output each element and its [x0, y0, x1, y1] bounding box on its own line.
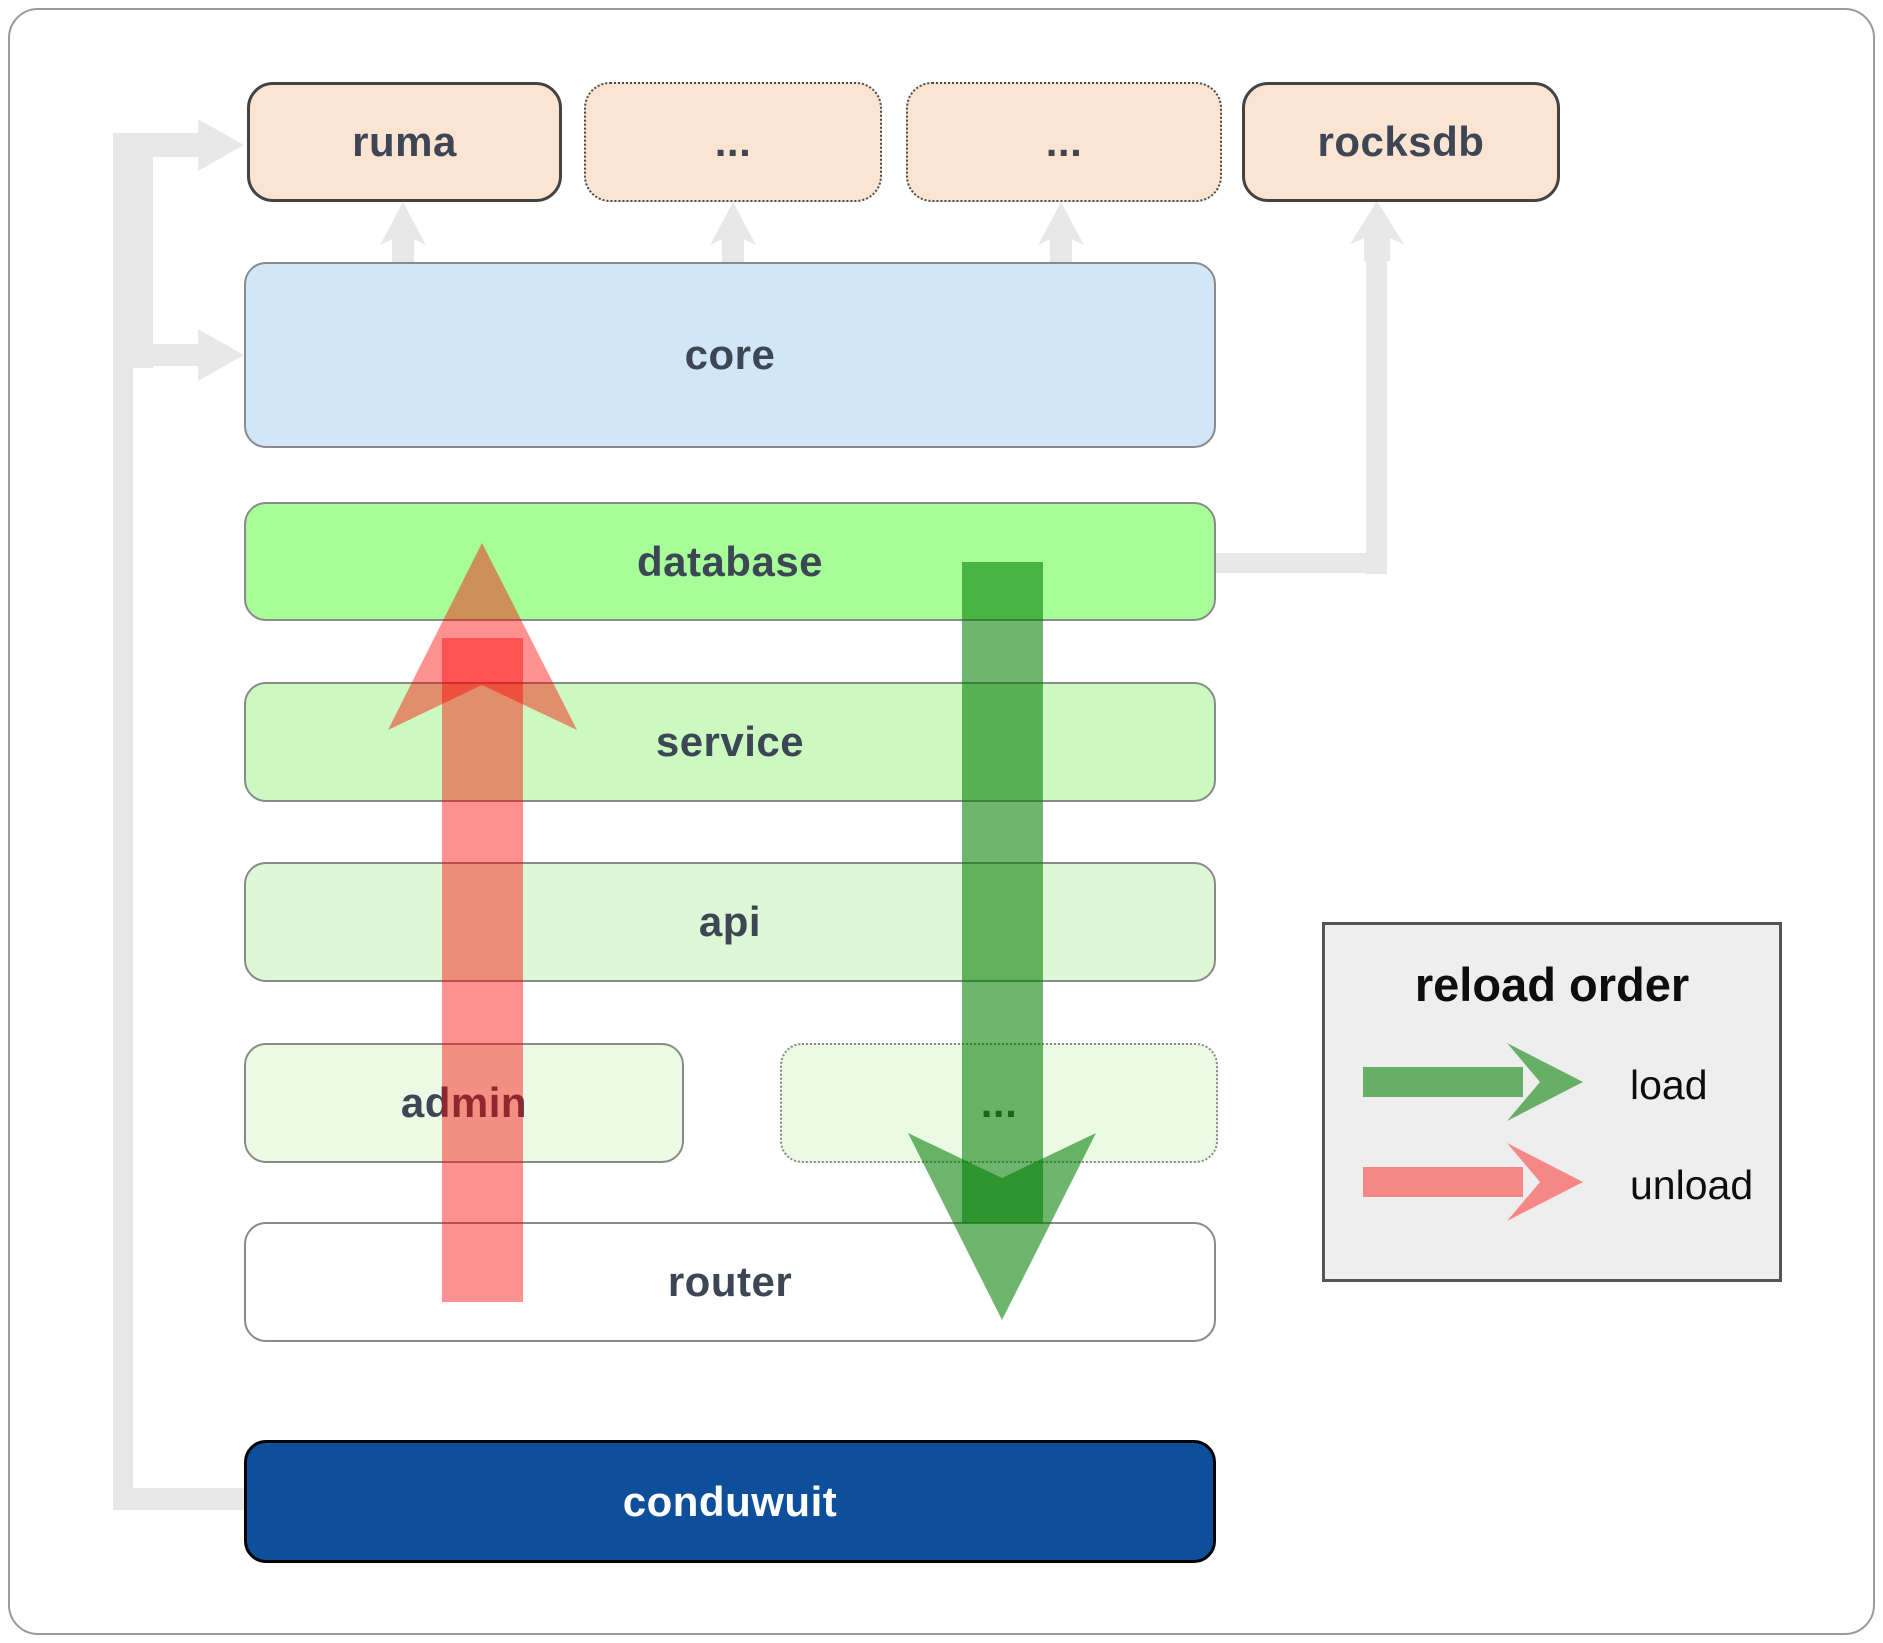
legend-unload-label: unload	[1630, 1162, 1754, 1208]
node-ext-top-2: ...	[906, 82, 1222, 202]
database-to-rocksdb-segment	[1216, 553, 1387, 573]
node-ruma: ruma	[247, 82, 562, 202]
conduwuit-left-rail	[113, 133, 133, 1510]
database-to-rocksdb-segment-vertical	[1366, 257, 1387, 574]
node-router: router	[244, 1222, 1216, 1342]
node-conduwuit: conduwuit	[244, 1440, 1216, 1563]
node-rocksdb: rocksdb	[1242, 82, 1560, 202]
node-service: service	[244, 682, 1216, 802]
rail-to-core-segment	[153, 344, 200, 366]
node-admin: admin	[244, 1043, 684, 1163]
node-api: api	[244, 862, 1216, 982]
diagram-border	[8, 8, 1875, 1635]
legend-load-label: load	[1630, 1062, 1708, 1108]
node-database: database	[244, 502, 1216, 621]
rail-to-core-segment-vertical	[133, 157, 153, 368]
node-ext-admin: ...	[780, 1043, 1218, 1163]
node-core: core	[244, 262, 1216, 448]
node-ext-top-1: ...	[584, 82, 882, 202]
legend-box: reload order load unload	[1322, 922, 1782, 1282]
rail-from-conduwuit-segment	[113, 1488, 244, 1510]
legend-title: reload order	[1414, 958, 1690, 1011]
rail-to-ruma-segment	[113, 133, 200, 157]
